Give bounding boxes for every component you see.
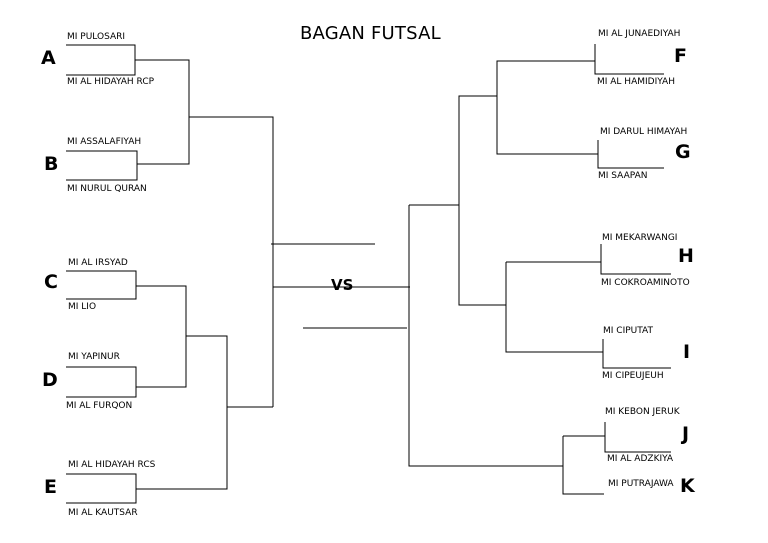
connector-jk <box>562 436 604 495</box>
team-label: MI CIPEUJEUH <box>602 371 664 381</box>
group-letter-i: I <box>683 341 691 363</box>
team-label: MI AL HAMIDIYAH <box>597 77 675 87</box>
team-label: MI LIO <box>68 302 97 312</box>
bracket-group-e <box>66 473 137 504</box>
team-label: MI AL FURQON <box>66 401 133 411</box>
group-letter-k: K <box>680 475 695 497</box>
team-label: MI AL ADZKIYA <box>607 454 674 464</box>
team-label: MI AL KAUTSAR <box>68 508 138 518</box>
connector-a-b <box>135 59 190 165</box>
connector-right-main <box>408 205 563 467</box>
group-letter-a: A <box>41 47 56 69</box>
connector-right-upper <box>409 60 595 206</box>
page-title: BAGAN FUTSAL <box>300 23 441 44</box>
bracket-group-i <box>602 339 671 369</box>
bracket-group-d <box>66 366 137 398</box>
team-label: MI MEKARWANGI <box>602 233 678 243</box>
team-label: MI YAPINUR <box>68 352 120 362</box>
team-label: MI NURUL QURAN <box>67 184 147 194</box>
team-label: MI DARUL HIMAYAH <box>600 127 688 137</box>
team-label: MI COKROAMINOTO <box>601 278 690 288</box>
bracket-group-b <box>66 150 138 181</box>
team-label: MI PUTRAJAWA <box>608 479 674 489</box>
bracket-group-c <box>66 270 137 300</box>
bracket-group-f <box>594 44 664 75</box>
connector-fg <box>496 96 598 155</box>
team-label: MI CIPUTAT <box>603 326 653 336</box>
team-label: MI AL HIDAYAH RCS <box>68 460 156 470</box>
team-label: MI SAAPAN <box>598 171 648 181</box>
team-label: MI KEBON JERUK <box>605 407 680 417</box>
group-letter-g: G <box>675 141 691 163</box>
team-label: MI AL JUNAEDIYAH <box>598 29 681 39</box>
group-letter-c: C <box>44 271 58 293</box>
group-letter-b: B <box>44 153 59 175</box>
bracket-group-h <box>600 244 671 275</box>
bracket-group-a <box>66 44 136 76</box>
bracket-group-g <box>597 140 664 169</box>
group-letter-f: F <box>674 45 687 67</box>
group-letter-j: J <box>682 423 690 445</box>
connector-right-mid <box>458 205 506 306</box>
group-letter-d: D <box>42 369 58 391</box>
versus-label: VS <box>331 276 354 294</box>
team-label: MI PULOSARI <box>67 32 126 42</box>
connector-cd-out <box>136 335 228 490</box>
group-letter-e: E <box>44 476 57 498</box>
team-label: MI ASSALAFIYAH <box>67 137 142 147</box>
bracket-group-j <box>604 422 671 453</box>
team-label: MI AL HIDAYAH RCP <box>67 77 155 87</box>
group-letter-h: H <box>678 245 694 267</box>
connector-ab-out <box>189 116 274 407</box>
connector-hi <box>505 262 603 353</box>
team-label: MI AL IRSYAD <box>68 258 128 268</box>
connector-c-d <box>136 285 187 388</box>
